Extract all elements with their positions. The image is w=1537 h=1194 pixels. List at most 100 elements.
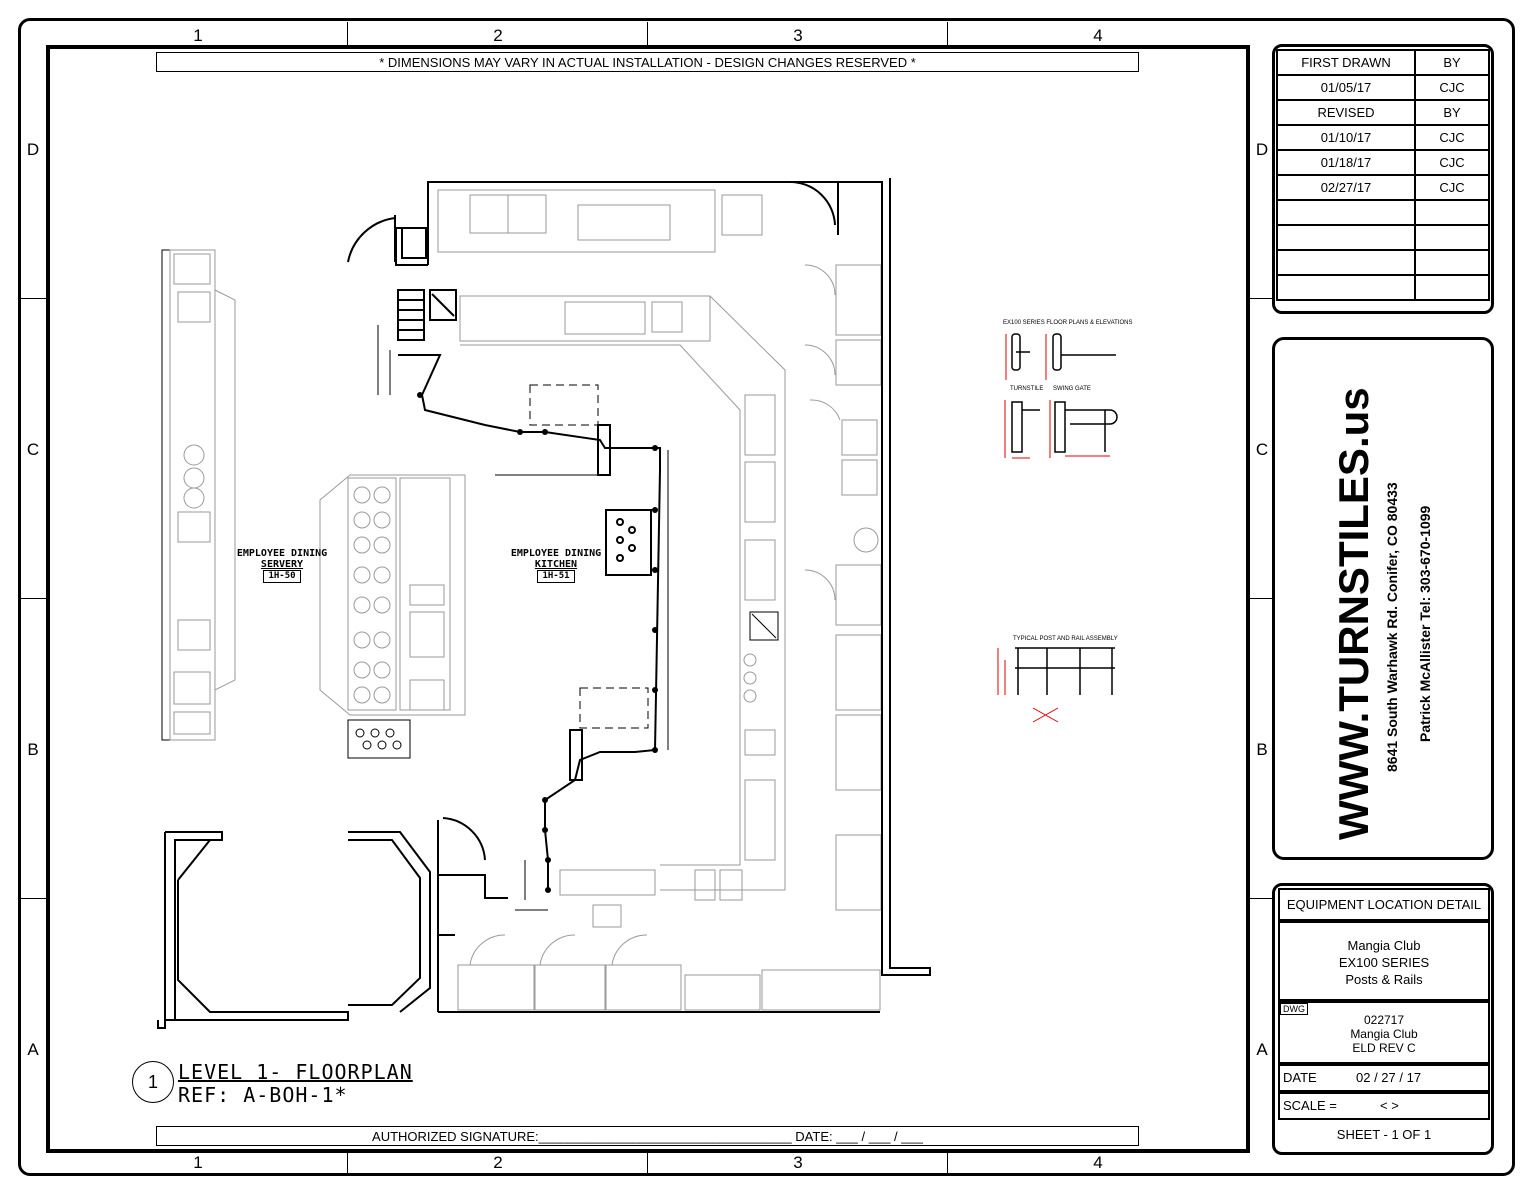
date-label: DATE xyxy=(1283,1070,1317,1085)
room-servery-subname: SERVERY xyxy=(260,559,304,570)
grid-tick xyxy=(947,1152,948,1174)
revised-by-label: BY xyxy=(1414,99,1490,126)
disclaimer-banner: * DIMENSIONS MAY VARY IN ACTUAL INSTALLA… xyxy=(156,52,1139,72)
revision-by xyxy=(1414,224,1490,251)
revision-date xyxy=(1276,199,1416,226)
revision-by: CJC xyxy=(1414,124,1490,151)
detail-drawings xyxy=(997,333,1118,723)
dwg-number: 022717 xyxy=(1363,1013,1405,1027)
scale-value: < > xyxy=(1380,1098,1399,1113)
first-drawn-label: FIRST DRAWN xyxy=(1276,49,1416,76)
room-kitchen-label: EMPLOYEE DINING KITCHEN 1H-51 xyxy=(506,548,606,583)
room-servery-tag: 1H-50 xyxy=(263,570,301,583)
grid-row-b-right: B xyxy=(1256,740,1268,759)
detail-swing-gate-label: SWING GATE xyxy=(1053,386,1091,392)
dwg-revision: ELD REV C xyxy=(1352,1041,1416,1055)
grid-col-1-top: 1 xyxy=(193,26,203,45)
grid-tick xyxy=(21,598,46,599)
floorplan-drawing xyxy=(157,178,931,1029)
grid-col-2-top: 2 xyxy=(493,26,503,45)
revision-by xyxy=(1414,199,1490,226)
scale-label: SCALE = xyxy=(1283,1098,1337,1113)
detail-floor-title: EX100 SERIES FLOOR PLANS & ELEVATIONS xyxy=(1003,320,1133,326)
room-servery-label: EMPLOYEE DINING SERVERY 1H-50 xyxy=(232,548,332,583)
revision-header-revised: REVISED BY xyxy=(1276,99,1490,126)
grid-tick xyxy=(21,298,46,299)
grid-row-c-left: C xyxy=(26,440,40,459)
grid-tick xyxy=(947,22,948,45)
date-value: 02 / 27 / 17 xyxy=(1356,1070,1422,1085)
dwg-tag: DWG xyxy=(1280,1003,1308,1015)
grid-col-4-bottom: 4 xyxy=(1093,1153,1103,1172)
company-logo-box xyxy=(1272,337,1494,860)
project-series: EX100 SERIES xyxy=(1338,955,1430,970)
drawing-frame xyxy=(46,45,1250,1153)
grid-tick xyxy=(647,1152,648,1174)
project-scope: Posts & Rails xyxy=(1345,972,1423,987)
revised-label: REVISED xyxy=(1276,99,1416,126)
sheet-border xyxy=(18,18,1515,1176)
revision-row: 01/18/17 CJC xyxy=(1276,149,1490,176)
scale-row: SCALE = < > xyxy=(1278,1092,1490,1120)
revision-row xyxy=(1276,199,1490,226)
detail-turnstile-label: TURNSTILE xyxy=(1010,386,1044,392)
grid-row-d-right: D xyxy=(1255,140,1269,159)
grid-col-1-bottom: 1 xyxy=(193,1153,203,1172)
revision-date: 01/10/17 xyxy=(1276,124,1416,151)
revision-date xyxy=(1276,224,1416,251)
revision-table: FIRST DRAWN BY 01/05/17 CJC REVISED BY 0… xyxy=(1272,44,1494,314)
grid-col-3-bottom: 3 xyxy=(793,1153,803,1172)
revision-by: CJC xyxy=(1414,149,1490,176)
dwg-project: Mangia Club xyxy=(1350,1027,1418,1041)
grid-row-b-left: B xyxy=(27,740,39,759)
grid-tick xyxy=(1250,898,1272,899)
grid-tick xyxy=(1250,298,1272,299)
grid-col-4-top: 4 xyxy=(1093,26,1103,45)
revision-row: 01/10/17 CJC xyxy=(1276,124,1490,151)
revision-date: 02/27/17 xyxy=(1276,174,1416,201)
revision-date xyxy=(1276,274,1416,301)
room-kitchen-name: EMPLOYEE DINING xyxy=(510,548,602,559)
detail-title: EQUIPMENT LOCATION DETAIL xyxy=(1278,888,1490,921)
grid-row-c-right: C xyxy=(1255,440,1269,459)
grid-col-3-top: 3 xyxy=(793,26,803,45)
grid-row-a-right: A xyxy=(1256,1040,1268,1059)
grid-row-a-left: A xyxy=(27,1040,39,1059)
grid-row-d-left: D xyxy=(26,140,40,159)
signature-bar: AUTHORIZED SIGNATURE:___________________… xyxy=(156,1126,1139,1146)
dwg-block: DWG 022717 Mangia Club ELD REV C xyxy=(1278,1001,1490,1064)
detail-rail-title: TYPICAL POST AND RAIL ASSEMBLY xyxy=(1013,636,1118,642)
plan-number-circle: 1 xyxy=(132,1061,174,1103)
plan-title: LEVEL 1- FLOORPLAN xyxy=(178,1060,413,1084)
room-kitchen-subname: KITCHEN xyxy=(534,559,578,570)
room-kitchen-tag: 1H-51 xyxy=(537,570,575,583)
room-servery-name: EMPLOYEE DINING xyxy=(236,548,328,559)
revision-by xyxy=(1414,249,1490,276)
revision-row xyxy=(1276,224,1490,251)
first-drawn-by-label: BY xyxy=(1414,49,1490,76)
revision-row: 02/27/17 CJC xyxy=(1276,174,1490,201)
first-drawn-by: CJC xyxy=(1414,74,1490,101)
grid-tick xyxy=(1250,598,1272,599)
revision-by xyxy=(1414,274,1490,301)
company-address: 8641 South Warhawk Rd. Conifer, CO 80433 xyxy=(1384,482,1400,772)
revision-by: CJC xyxy=(1414,174,1490,201)
revision-row xyxy=(1276,274,1490,301)
grid-tick xyxy=(347,22,348,45)
plan-ref: REF: A-BOH-1* xyxy=(178,1083,348,1107)
revision-date: 01/18/17 xyxy=(1276,149,1416,176)
revision-row xyxy=(1276,249,1490,276)
grid-tick xyxy=(347,1152,348,1174)
first-drawn-date: 01/05/17 xyxy=(1276,74,1416,101)
date-row: DATE 02 / 27 / 17 xyxy=(1278,1064,1490,1092)
revision-header-first: FIRST DRAWN BY xyxy=(1276,49,1490,76)
grid-tick xyxy=(21,898,46,899)
grid-col-2-bottom: 2 xyxy=(493,1153,503,1172)
project-name: Mangia Club xyxy=(1347,938,1421,953)
project-block: Mangia Club EX100 SERIES Posts & Rails xyxy=(1278,921,1490,1001)
sheet-number: SHEET - 1 OF 1 xyxy=(1336,1127,1432,1142)
company-website: WWW.TURNSTILES.us xyxy=(1330,387,1377,840)
revision-date xyxy=(1276,249,1416,276)
company-contact: Patrick McAllister Tel: 303-670-1099 xyxy=(1417,505,1433,742)
grid-tick xyxy=(647,22,648,45)
